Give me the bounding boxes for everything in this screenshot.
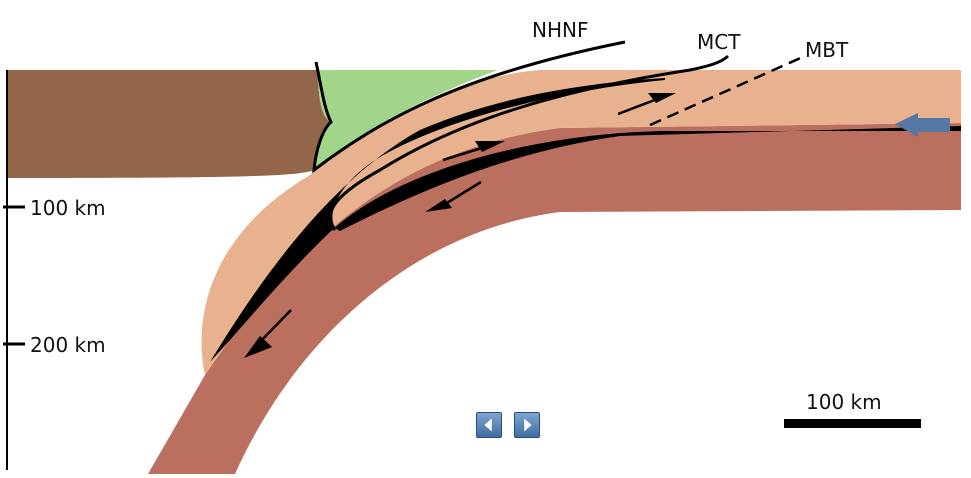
mct-label: MCT [697,30,741,54]
shear-arrow-lower [441,180,482,208]
previous-button[interactable] [476,412,502,438]
tibetan-wedge [314,70,498,170]
shear-arrows [244,93,676,358]
shear-arrow-upper [617,96,661,116]
shear-arrow-upper-head [648,93,676,103]
shear-arrow-lower-head [425,199,452,212]
depth-label-200: 200 km [30,333,106,357]
mbt-fault-line [649,54,806,127]
triangle-right-icon [524,418,532,432]
next-button[interactable] [514,412,540,438]
scale-bar-label: 100 km [806,390,882,414]
mbt-label: MBT [805,38,849,62]
convergence-arrow [895,113,950,137]
asian-plate [6,70,331,178]
indian-mantle-slab [148,123,961,474]
scale-bar [784,419,921,428]
shear-zone-wedge [210,78,961,362]
triangle-left-icon [484,418,492,432]
mct-fault-line [328,54,730,231]
nhnf-fault-line [312,40,626,174]
nhnf-label: NHNF [532,18,589,42]
shear-arrow-deep-head [244,336,272,358]
depth-label-100: 100 km [30,196,106,220]
shear-arrow-middle-head [475,141,505,152]
indian-crust [201,70,962,375]
